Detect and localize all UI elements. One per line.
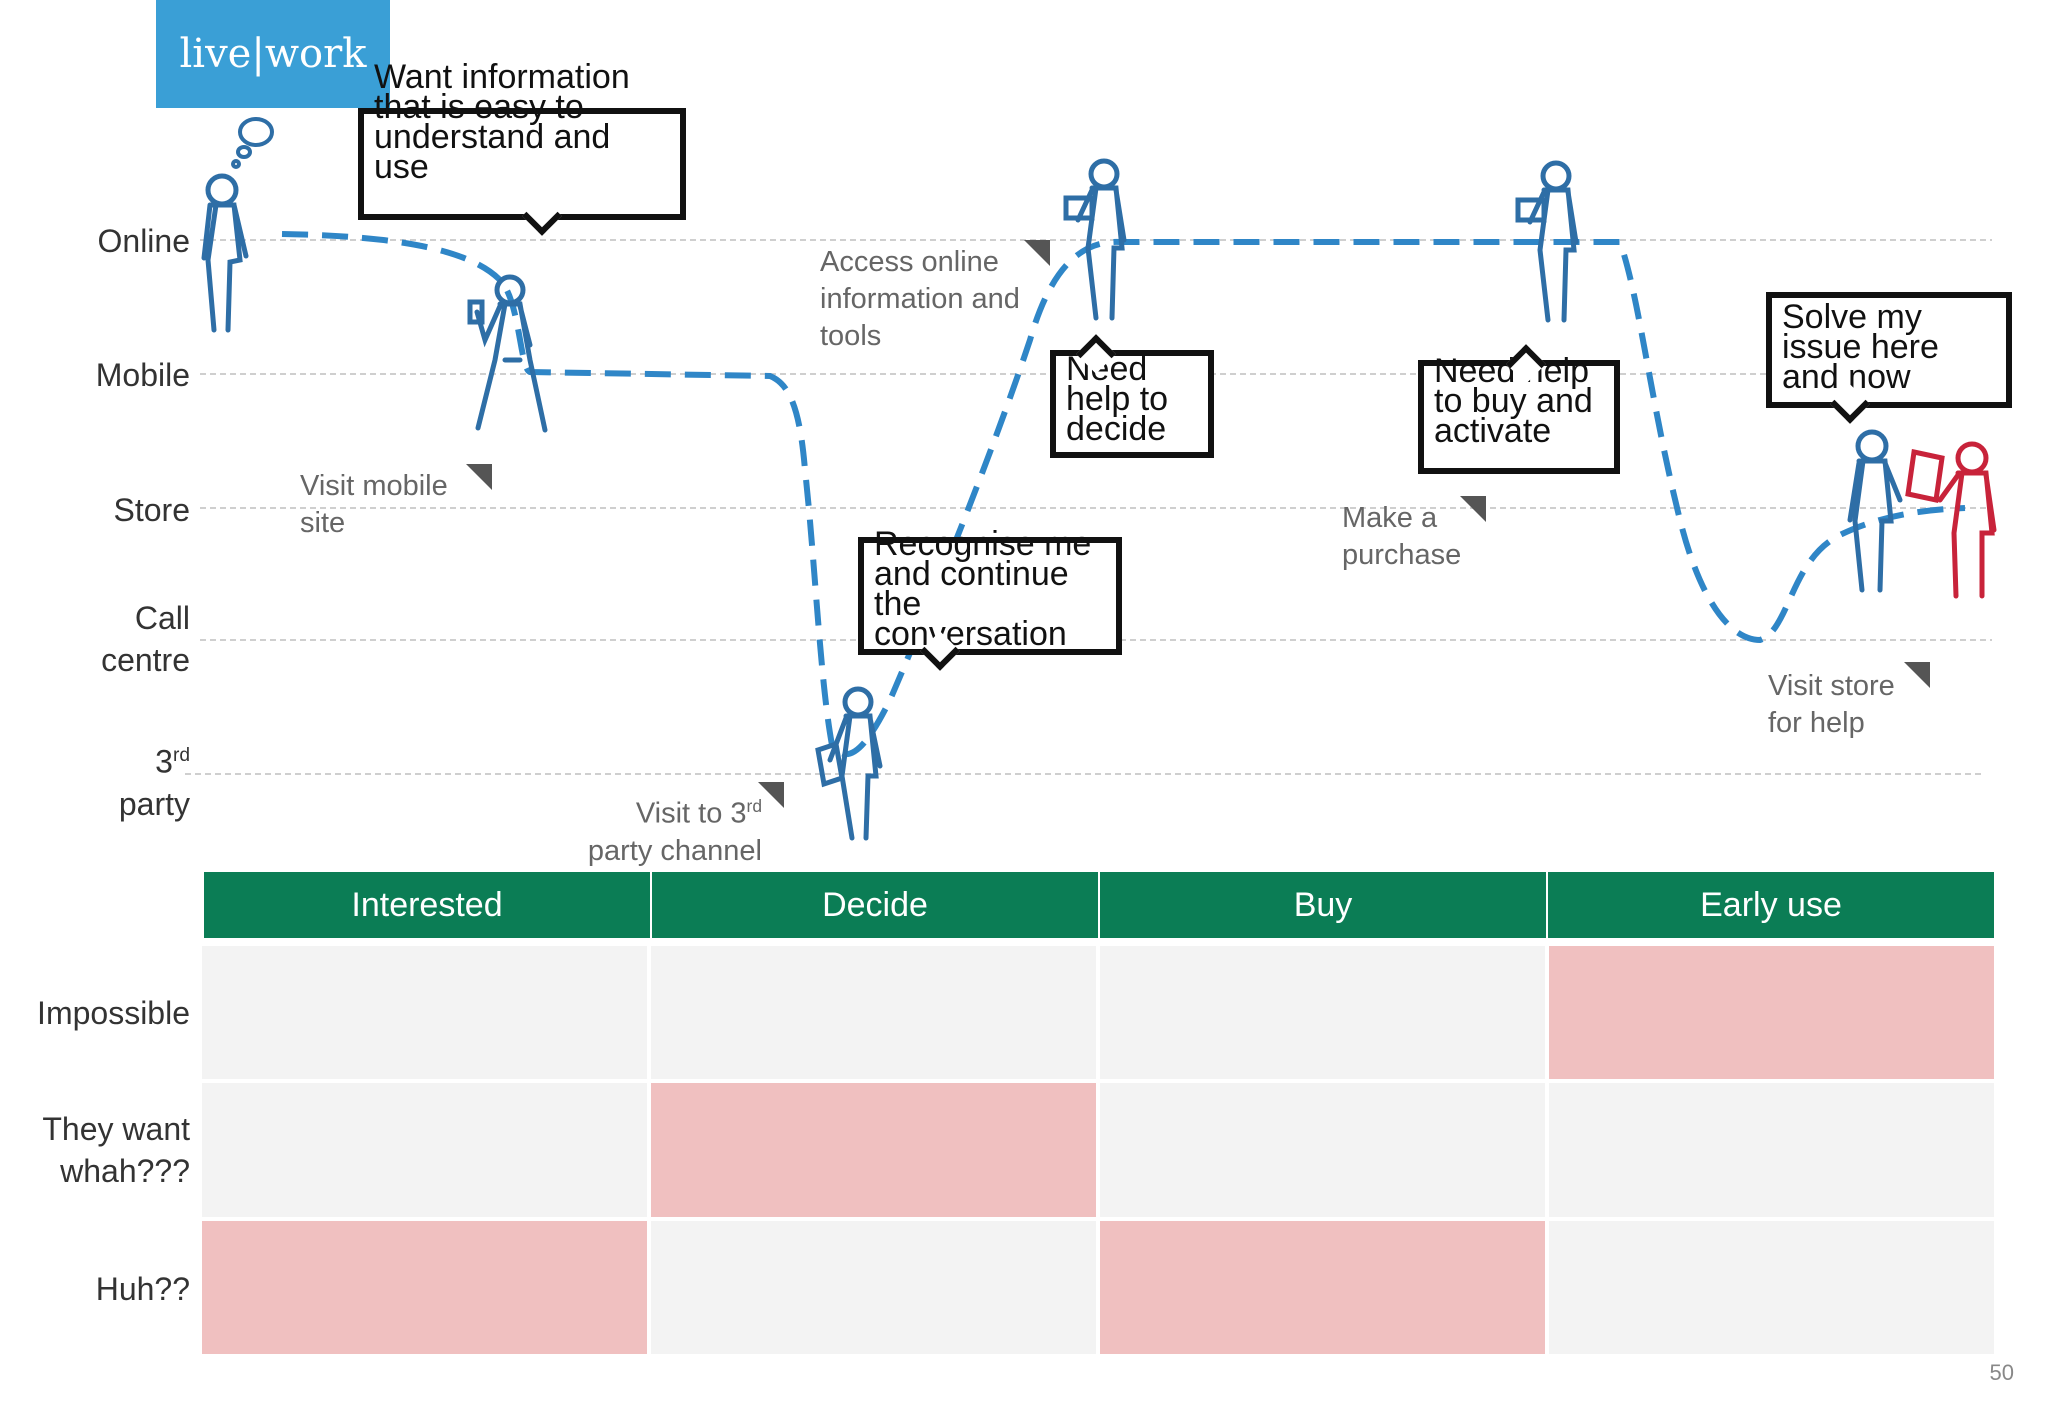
page-number: 50 xyxy=(1989,1360,2014,1385)
note-marker-icon xyxy=(1904,662,1930,688)
journey-path xyxy=(281,231,1966,758)
note-marker-icon xyxy=(758,782,784,808)
note-marker-icon xyxy=(1024,240,1050,266)
speech-bubble-buy: Need help to buy and activate xyxy=(1418,344,1620,474)
row-label-impossible: Impossible xyxy=(37,995,190,1031)
journey-diagram xyxy=(185,117,1997,841)
pain-matrix xyxy=(202,946,1994,1354)
lane-label-online: Online xyxy=(97,223,191,259)
customer-figure-icon xyxy=(1515,160,1579,323)
customer-figure-icon xyxy=(1847,429,1903,593)
customer-figure-icon xyxy=(201,173,249,333)
speech-bubble-solve: Solve my issue here and now xyxy=(1766,292,2012,424)
stage-decide: Decide xyxy=(652,872,1098,938)
customer-figures xyxy=(201,158,1903,841)
matrix-cell xyxy=(1100,1220,1545,1354)
stage-header: Interested Decide Buy Early use xyxy=(204,872,1994,938)
matrix-cell xyxy=(1549,946,1994,1080)
matrix-cell xyxy=(1100,1083,1545,1217)
speech-bubble-information: Want information that is easy to underst… xyxy=(358,60,686,236)
stage-early-use: Early use xyxy=(1548,872,1994,938)
matrix-cell xyxy=(1549,1083,1994,1217)
matrix-cell xyxy=(651,1083,1096,1217)
thought-cloud-icon xyxy=(231,117,274,169)
matrix-cell xyxy=(1100,946,1545,1080)
customer-figure-icon xyxy=(1063,158,1127,321)
lane-label-mobile: Mobile xyxy=(95,357,190,393)
speech-bubble-decide: Need help to decide xyxy=(1050,334,1214,458)
matrix-cell xyxy=(202,946,647,1080)
customer-figure-icon xyxy=(467,274,548,433)
note-marker-icon xyxy=(1460,496,1486,522)
matrix-cell xyxy=(202,1083,647,1217)
speech-bubble-recognise: Recognise me and continue the conversati… xyxy=(858,527,1122,671)
matrix-cell xyxy=(651,1220,1096,1354)
customer-figure-icon xyxy=(815,686,883,841)
matrix-cell xyxy=(651,946,1096,1080)
livework-logo: live|work xyxy=(156,0,390,108)
row-label-huh: Huh?? xyxy=(95,1271,190,1307)
staff-figure-icon xyxy=(1905,441,1997,599)
note-marker-icon xyxy=(466,464,492,490)
lane-guides xyxy=(185,239,1992,775)
stage-interested: Interested xyxy=(204,872,650,938)
matrix-cell xyxy=(1549,1220,1994,1354)
matrix-cell xyxy=(202,1220,647,1354)
stage-buy: Buy xyxy=(1100,872,1546,938)
lane-label-store: Store xyxy=(113,492,190,528)
